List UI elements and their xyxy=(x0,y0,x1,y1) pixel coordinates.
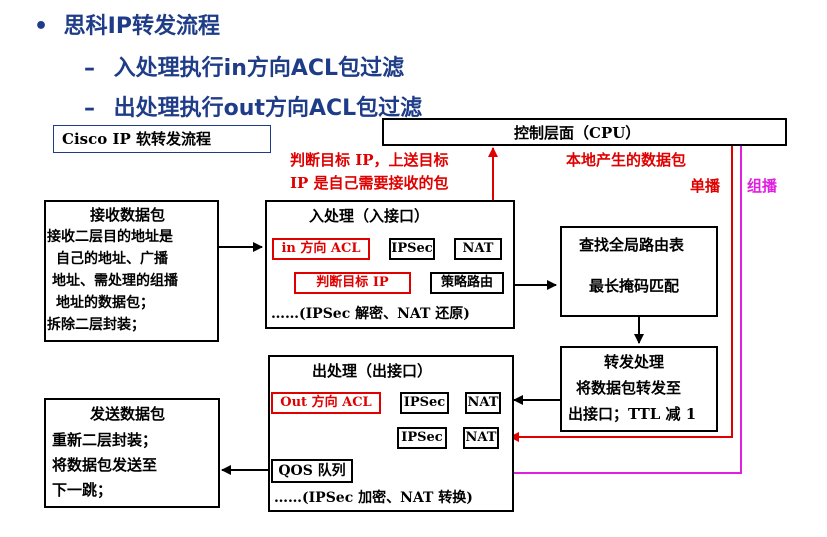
judge-upload-line2: IP 是自己需要接收的包 xyxy=(290,174,449,192)
bullet-sub-2-text: 出处理执行out方向ACL包过滤 xyxy=(113,96,423,121)
bullet-sub-marker: – xyxy=(84,96,95,121)
diagram-title-box: Cisco IP 软转发流程 xyxy=(53,125,271,153)
egress-title: 出处理（出接口） xyxy=(312,362,433,380)
send-line: 将数据包发送至 xyxy=(52,456,158,474)
egress-acl-label: Out 方向 ACL xyxy=(280,395,372,410)
bullet-main-text: 思科IP转发流程 xyxy=(63,14,220,39)
send-line: 重新二层封装； xyxy=(52,431,158,449)
ingress-ipsec-box: IPSec xyxy=(389,238,435,260)
receive-line: 拆除二层封装； xyxy=(47,317,145,333)
forward-title: 转发处理 xyxy=(604,353,665,371)
local-generated-label: 本地产生的数据包 xyxy=(566,151,687,169)
ingress-policy-box: 策略路由 xyxy=(430,272,504,294)
egress-ipsec-box: IPSec xyxy=(400,392,449,414)
ingress-policy-label: 策略路由 xyxy=(440,275,493,290)
bullet-sub-marker: – xyxy=(84,56,95,81)
forward-line: 将数据包转发至 xyxy=(576,379,682,397)
diagram-title: Cisco IP 软转发流程 xyxy=(62,130,211,148)
forward-box: 转发处理 将数据包转发至 出接口；TTL 减 1 xyxy=(560,346,718,432)
unicast-label: 单播 xyxy=(690,177,721,195)
receive-line: 自己的地址、广播 xyxy=(56,251,168,267)
bullet-sub-2: – 出处理执行out方向ACL包过滤 xyxy=(84,90,422,122)
ingress-judge-label: 判断目标 IP xyxy=(316,275,389,290)
send-line: 下一跳； xyxy=(52,481,113,499)
receive-title: 接收数据包 xyxy=(90,206,166,224)
egress-nat2-label: NAT xyxy=(465,430,497,445)
egress-qos-label: QOS 队列 xyxy=(278,463,346,479)
send-box: 发送数据包 重新二层封装； 将数据包发送至 下一跳； xyxy=(44,398,220,508)
bullet-sub-1: – 入处理执行in方向ACL包过滤 xyxy=(84,50,404,82)
arrow-red-unicast xyxy=(509,146,733,442)
egress-ipsec2-box: IPSec xyxy=(397,427,447,449)
control-plane-box: 控制层面（CPU） xyxy=(382,118,787,146)
receive-line: 地址、需处理的组播 xyxy=(52,273,178,289)
bullet-main: • 思科IP转发流程 xyxy=(34,8,220,40)
egress-nat-label: NAT xyxy=(467,395,499,410)
control-plane-label: 控制层面（CPU） xyxy=(514,124,641,142)
egress-ipsec-label: IPSec xyxy=(403,395,446,410)
ingress-ipsec-label: IPSec xyxy=(391,241,433,256)
forward-line: 出接口；TTL 减 1 xyxy=(568,405,697,423)
egress-acl-box: Out 方向 ACL xyxy=(271,392,381,414)
egress-nat2-box: NAT xyxy=(463,427,499,449)
ingress-acl-label: in 方向 ACL xyxy=(281,241,361,256)
lookup-sub: 最长掩码匹配 xyxy=(589,277,680,295)
judge-upload-line1: 判断目标 IP，上送目标 xyxy=(290,151,449,169)
lookup-title: 查找全局路由表 xyxy=(579,236,685,254)
egress-note: ……(IPSec 加密、NAT 转换) xyxy=(274,490,473,506)
receive-line: 地址的数据包； xyxy=(56,295,154,311)
receive-box: 接收数据包 接收二层目的地址是 自己的地址、广播 地址、需处理的组播 地址的数据… xyxy=(44,200,219,342)
lookup-box: 查找全局路由表 最长掩码匹配 xyxy=(560,226,718,317)
receive-line: 接收二层目的地址是 xyxy=(47,229,173,245)
ingress-box: 入处理（入接口） ……(IPSec 解密、NAT 还原) xyxy=(265,200,515,329)
ingress-nat-box: NAT xyxy=(454,238,502,260)
egress-qos-box: QOS 队列 xyxy=(271,459,353,483)
ingress-note: ……(IPSec 解密、NAT 还原) xyxy=(271,306,470,322)
ingress-judge-box: 判断目标 IP xyxy=(294,272,411,294)
bullet-sub-1-text: 入处理执行in方向ACL包过滤 xyxy=(113,56,405,81)
ingress-nat-label: NAT xyxy=(462,241,494,256)
ingress-title: 入处理（入接口） xyxy=(309,207,430,225)
ingress-acl-box: in 方向 ACL xyxy=(272,238,370,260)
send-title: 发送数据包 xyxy=(90,405,166,423)
multicast-label: 组播 xyxy=(747,177,778,195)
bullet-marker: • xyxy=(34,14,49,39)
egress-ipsec2-label: IPSec xyxy=(401,430,443,445)
egress-nat-box: NAT xyxy=(465,392,501,414)
